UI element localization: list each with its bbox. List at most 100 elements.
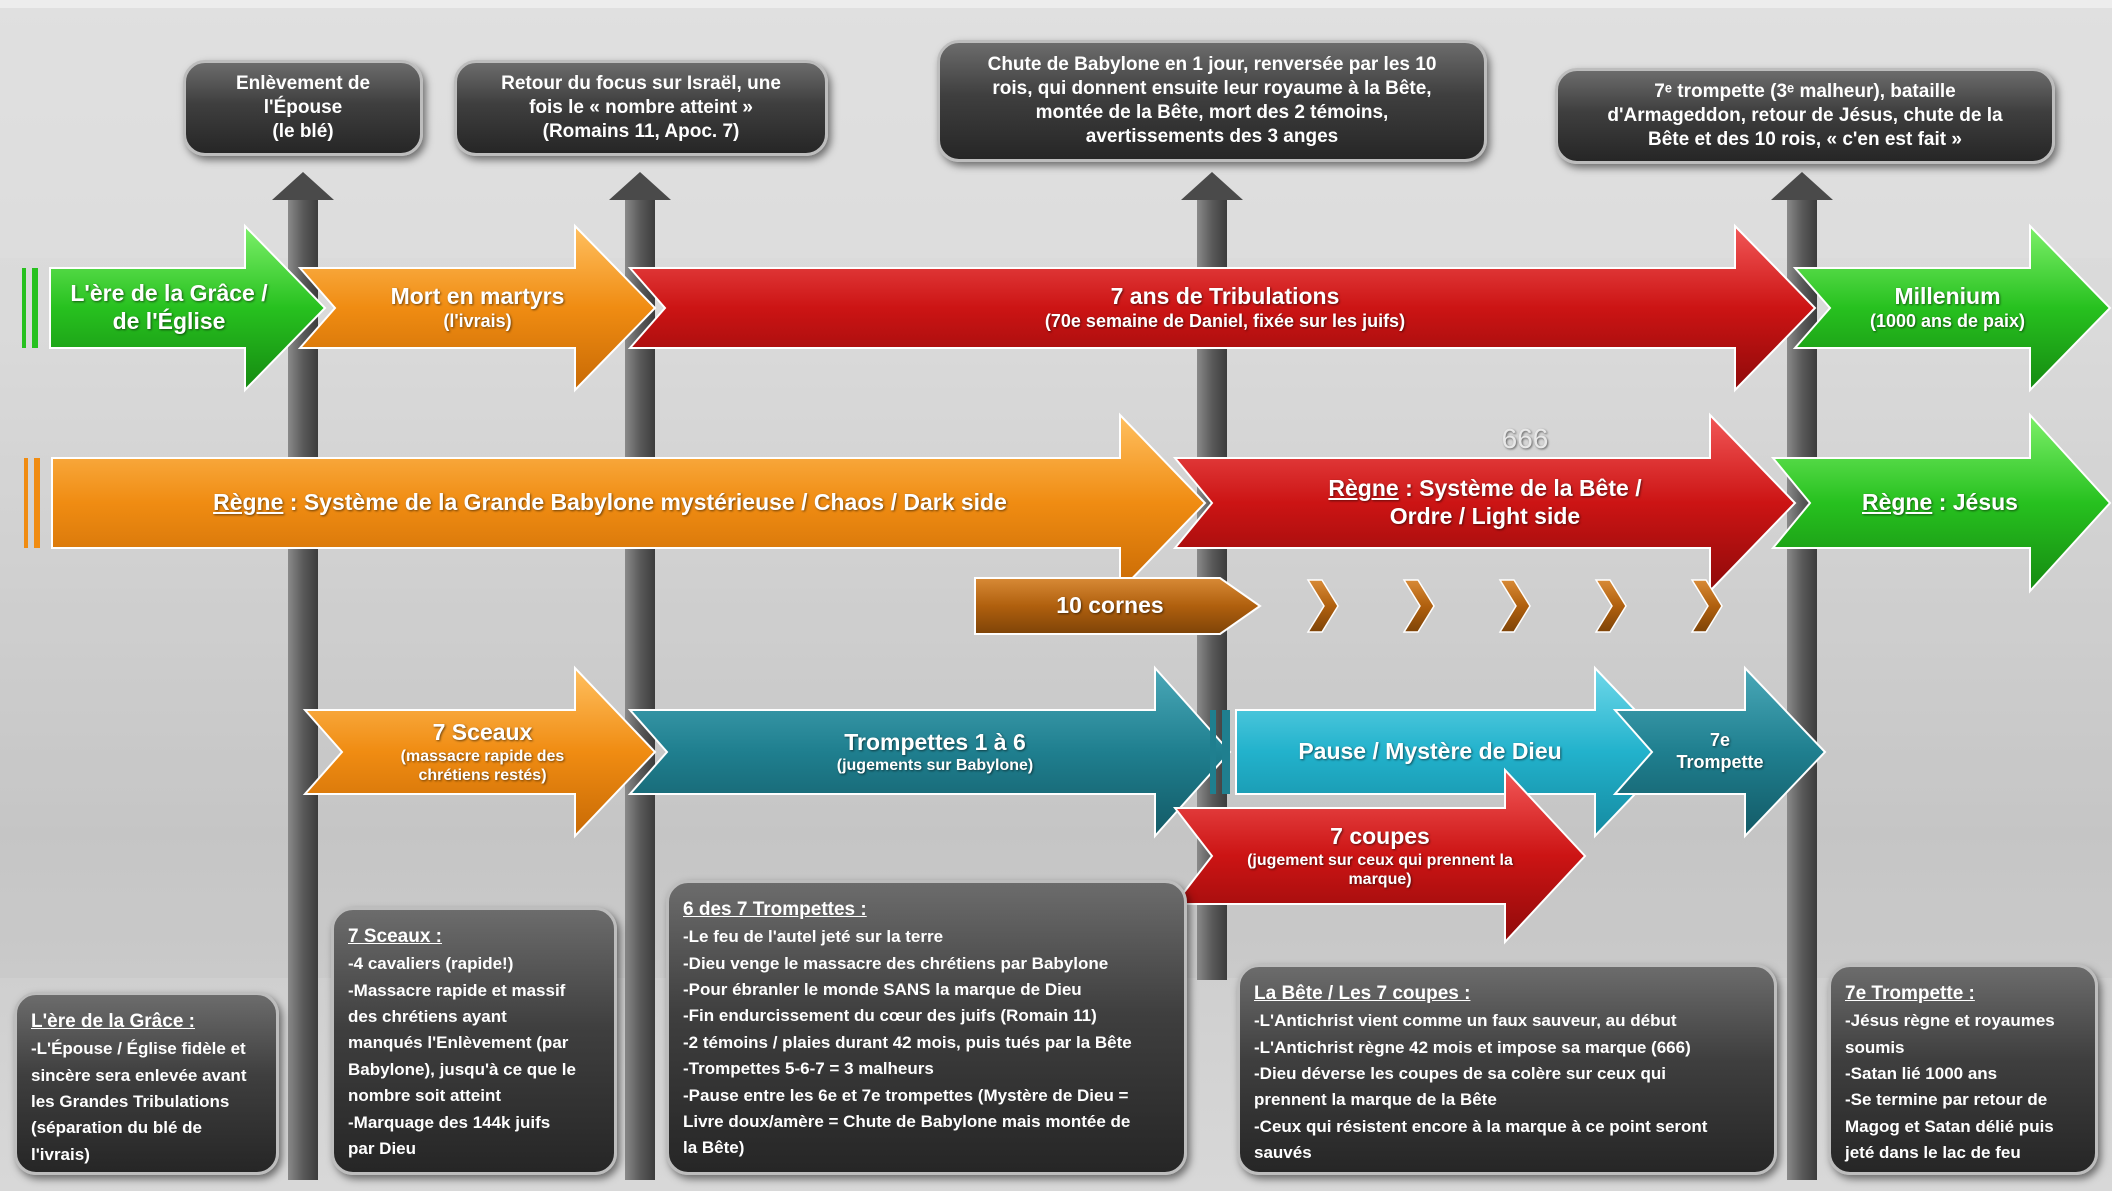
label-martyrs-sub: (l'ivrais) — [443, 311, 512, 331]
row-reigns — [24, 412, 2112, 594]
grace-stripe-2 — [32, 268, 38, 348]
callout-seventh-trumpet: 7ᵉ trompette (3ᵉ malheur), bataille d'Ar… — [1555, 68, 2055, 164]
label-pause: Pause / Mystère de Dieu — [1240, 712, 1620, 792]
info-trumpets-line: -Trompettes 5-6-7 = 3 malheurs — [683, 1059, 934, 1079]
info-seals-line: des chrétiens ayant — [348, 1007, 507, 1027]
label-millenium: Millenium (1000 ans de paix) — [1830, 272, 2065, 344]
info-trumpet7-line: -Se termine par retour de — [1845, 1090, 2048, 1110]
row-judgements — [302, 665, 1827, 945]
info-trumpets-line: -Pause entre les 6e et 7e trompettes (My… — [683, 1085, 1129, 1105]
info-box-seals: 7 Sceaux : -4 cavaliers (rapide!) -Massa… — [331, 907, 617, 1175]
info-grace-line: l'ivrais) — [31, 1144, 90, 1164]
callout-rapture-line: l'Épouse — [263, 97, 343, 119]
arrow-tribulation — [627, 223, 1817, 393]
label-regne: Règne — [1328, 475, 1399, 502]
info-seals-line: Babylone), jusqu'à ce que le — [348, 1059, 576, 1079]
info-trumpet7-line: jeté dans le lac de feu — [1845, 1143, 2021, 1163]
arrow-jesus-reign — [1770, 412, 2112, 594]
arrow-seven-seals — [302, 665, 657, 839]
callout-israel-line: (Romains 11, Apoc. 7) — [542, 120, 740, 142]
callout-rapture-line: (le blé) — [272, 120, 334, 142]
label-pause-text: Pause / Mystère de Dieu — [1298, 738, 1562, 765]
info-seals-line: -Massacre rapide et massif — [348, 980, 566, 1000]
label-grace: L'ère de la Grâce / de l'Église — [55, 272, 283, 344]
label-trumpets-1-6: Trompettes 1 à 6 (jugements sur Babylone… — [665, 712, 1205, 792]
callout-babylon-fall-line: Chute de Babylone en 1 jour, renversée p… — [987, 54, 1437, 76]
callout-babylon-fall-line: rois, qui donnent ensuite leur royaume à… — [992, 78, 1432, 100]
callout-seventh-trumpet-line: 7ᵉ trompette (3ᵉ malheur), bataille — [1654, 81, 1956, 103]
info-box-grace: L'ère de la Grâce : -L'Épouse / Église f… — [14, 992, 279, 1175]
label-tribulation-sub: (70e semaine de Daniel, fixée sur les ju… — [1044, 311, 1406, 331]
info-trumpet7-line: -Jésus règne et royaumes — [1845, 1011, 2055, 1031]
callout-babylon-fall: Chute de Babylone en 1 jour, renversée p… — [937, 40, 1487, 162]
label-babylon-reign: Règne : Système de la Grande Babylone my… — [60, 462, 1160, 544]
row-horns — [974, 577, 1723, 635]
info-grace-line: les Grandes Tribulations — [31, 1092, 230, 1112]
info-trumpets-line: -2 témoins / plaies durant 42 mois, puis… — [683, 1032, 1132, 1052]
info-seals-line: -Marquage des 144k juifs — [348, 1112, 551, 1132]
info-beast-line: -Ceux qui résistent encore à la marque à… — [1254, 1116, 1708, 1136]
info-beast-line: -L'Antichrist règne 42 mois et impose sa… — [1254, 1037, 1691, 1057]
info-seals-line: par Dieu — [348, 1138, 417, 1158]
label-jesus-rest: : Jésus — [1932, 489, 2018, 516]
info-box-seventh-trumpet: 7e Trompette : -Jésus règne et royaumes … — [1828, 964, 2098, 1175]
label-babylon-rest: : Système de la Grande Babylone mystérie… — [283, 489, 1007, 516]
info-beast-line: -L'Antichrist vient comme un faux sauveu… — [1254, 1011, 1677, 1031]
horn-chevron — [1306, 579, 1339, 633]
info-seals-line: -4 cavaliers (rapide!) — [348, 954, 514, 974]
label-beast-reign-line2: Ordre / Light side — [1389, 503, 1581, 529]
label-seals-sub: (massacre rapide des — [400, 747, 565, 765]
label-seven-cups: 7 coupes (jugement sur ceux qui prennent… — [1215, 812, 1545, 900]
babylon-stripe-2 — [34, 458, 40, 548]
info-grace-line: -L'Épouse / Église fidèle et — [31, 1039, 246, 1059]
label-beast-rest: : Système de la Bête / — [1398, 475, 1642, 502]
label-beast-reign-line1: Règne : Système de la Bête / — [1328, 475, 1641, 503]
grace-stripe-1 — [22, 268, 26, 348]
info-trumpets-line: -Pour ébranler le monde SANS la marque d… — [683, 980, 1082, 1000]
callout-babylon-fall-line: montée de la Bête, mort des 2 témoins, — [1035, 102, 1389, 123]
horn-chevron — [1402, 579, 1435, 633]
arrow-ten-horns — [974, 577, 1262, 635]
info-box-trumpets: 6 des 7 Trompettes : -Le feu de l'autel … — [666, 880, 1187, 1175]
info-trumpets-line: -Fin endurcissement du cœur des juifs (R… — [683, 1006, 1097, 1026]
arrow-millenium — [1792, 223, 2112, 393]
label-seven-seals: 7 Sceaux (massacre rapide des chrétiens … — [345, 712, 620, 792]
info-trumpets-line: -Dieu venge le massacre des chrétiens pa… — [683, 953, 1109, 973]
info-beast-heading: La Bête / Les 7 coupes : — [1254, 983, 1471, 1004]
horn-chevron — [1594, 579, 1627, 633]
number-666-text: 666 — [1501, 423, 1549, 455]
info-trumpets-line: -Le feu de l'autel jeté sur la terre — [683, 927, 944, 947]
horn-chevron — [1498, 579, 1531, 633]
horn-chevron — [1690, 579, 1723, 633]
info-grace-line: (séparation du blé de — [31, 1118, 202, 1138]
label-regne: Règne — [213, 489, 284, 516]
pole-seventh-trumpet-tip — [1771, 172, 1833, 200]
pole-israel — [625, 190, 655, 1180]
callout-seventh-trumpet-line: Bête et des 10 rois, « c'en est fait » — [1648, 128, 1962, 150]
info-trumpets-line: la Bête) — [683, 1138, 745, 1158]
label-trumpets-title: Trompettes 1 à 6 — [844, 728, 1026, 755]
label-ten-horns: 10 cornes — [975, 580, 1245, 632]
info-trumpets-heading: 6 des 7 Trompettes : — [683, 899, 867, 920]
label-jesus-reign-text: Règne : Jésus — [1862, 489, 2018, 517]
label-beast-reign: Règne : Système de la Bête / Ordre / Lig… — [1215, 462, 1755, 544]
label-millenium-title: Millenium — [1894, 283, 2001, 310]
callout-rapture: Enlèvement de l'Épouse (le blé) — [183, 60, 423, 156]
info-seals-line: manqués l'Enlèvement (par — [348, 1033, 569, 1053]
arrow-grace — [49, 223, 327, 393]
arrow-seven-cups — [1172, 767, 1587, 945]
callout-israel: Retour du focus sur Israël, une fois le … — [454, 60, 828, 156]
label-seventh-trumpet: 7e Trompette — [1640, 712, 1800, 792]
label-babylon-reign-text: Règne : Système de la Grande Babylone my… — [213, 489, 1007, 517]
callout-rapture-line: Enlèvement de — [235, 73, 371, 95]
label-seventh-trumpet-line: Trompette — [1676, 752, 1764, 772]
row-ages — [22, 223, 2112, 393]
callout-israel-line: Retour du focus sur Israël, une — [501, 73, 781, 95]
label-cups-sub: (jugement sur ceux qui prennent la — [1247, 851, 1513, 869]
callout-babylon-fall-line: avertissements des 3 anges — [1085, 125, 1339, 147]
info-box-beast: La Bête / Les 7 coupes : -L'Antichrist v… — [1237, 964, 1777, 1175]
label-martyrs-title: Mort en martyrs — [390, 283, 565, 310]
arrow-martyrs — [297, 223, 657, 393]
info-trumpet7-line: -Satan lié 1000 ans — [1845, 1064, 1998, 1084]
